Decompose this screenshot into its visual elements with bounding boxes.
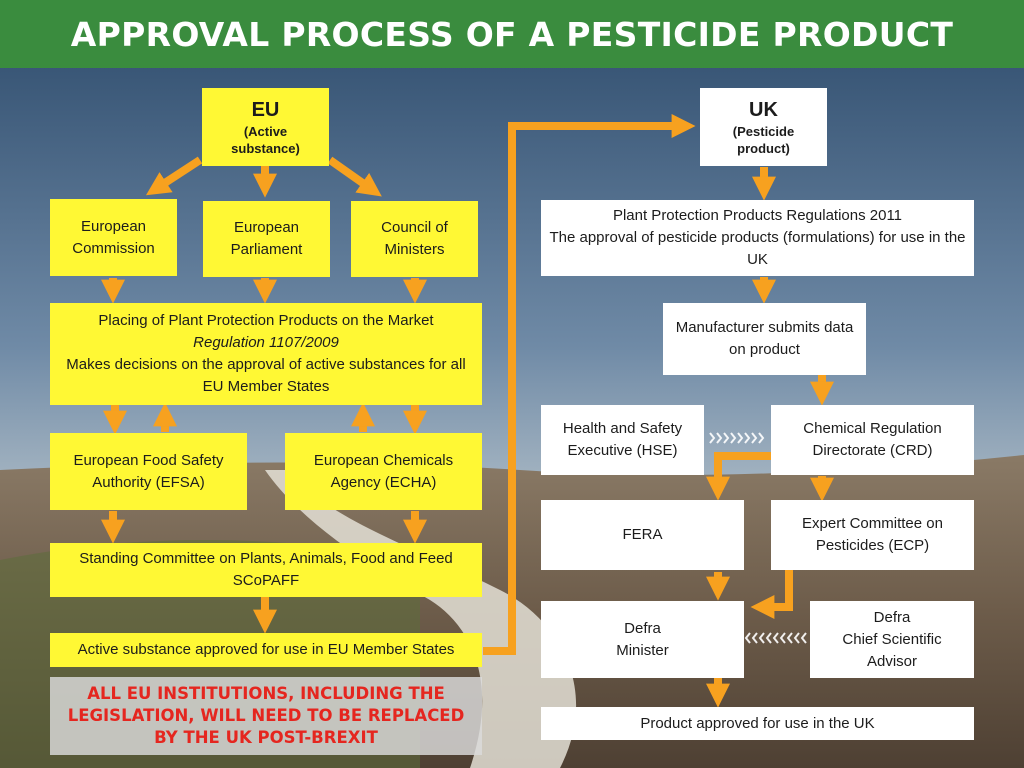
hse-label: Health and Safety Executive (HSE) bbox=[562, 420, 683, 459]
uk-title: UK bbox=[749, 99, 778, 121]
eu-regulation-line3: Makes decisions on the approval of activ… bbox=[66, 356, 466, 395]
scopaff-line2: SCoPAFF bbox=[232, 572, 300, 589]
ecp-box: Expert Committee on Pesticides (ECP) bbox=[771, 500, 974, 570]
eu-top-box: EU (Active substance) bbox=[202, 88, 329, 166]
european-parliament-label: European Parliament bbox=[230, 219, 303, 258]
eu-title: EU bbox=[251, 99, 280, 121]
defra-csa-box: Defra Chief Scientific Advisor bbox=[810, 601, 974, 678]
echa-box: European Chemicals Agency (ECHA) bbox=[285, 433, 482, 510]
crd-label: Chemical Regulation Directorate (CRD) bbox=[803, 420, 942, 459]
european-commission-box: European Commission bbox=[50, 199, 177, 276]
eu-approved-label: Active substance approved for use in EU … bbox=[77, 641, 455, 658]
defra-minister-line2: Minister bbox=[616, 641, 669, 659]
uk-regulations-box: Plant Protection Products Regulations 20… bbox=[541, 200, 974, 276]
uk-regulations-line1: Plant Protection Products Regulations 20… bbox=[612, 207, 903, 224]
efsa-label: European Food Safety Authority (EFSA) bbox=[73, 451, 224, 491]
manufacturer-label: Manufacturer submits data on product bbox=[675, 319, 854, 358]
ecp-label: Expert Committee on Pesticides (ECP) bbox=[802, 515, 943, 554]
efsa-box: European Food Safety Authority (EFSA) bbox=[50, 433, 247, 510]
council-of-ministers-label: Council of Ministers bbox=[381, 219, 448, 258]
eu-regulation-box: Placing of Plant Protection Products on … bbox=[50, 303, 482, 405]
hse-box: Health and Safety Executive (HSE) bbox=[541, 405, 704, 475]
crd-box: Chemical Regulation Directorate (CRD) bbox=[771, 405, 974, 475]
eu-approved-box: Active substance approved for use in EU … bbox=[50, 633, 482, 667]
uk-approved-box: Product approved for use in the UK bbox=[541, 707, 974, 740]
uk-approved-label: Product approved for use in the UK bbox=[640, 714, 875, 732]
defra-csa-line1: Defra bbox=[873, 608, 911, 626]
uk-top-box: UK (Pesticide product) bbox=[700, 88, 827, 166]
brexit-warning: ALL EU INSTITUTIONS, INCLUDING THE LEGIS… bbox=[50, 677, 482, 755]
european-commission-label: European Commission bbox=[72, 217, 155, 257]
fera-label: FERA bbox=[622, 526, 663, 543]
eu-regulation-line1: Placing of Plant Protection Products on … bbox=[98, 312, 434, 329]
echa-label: European Chemicals Agency (ECHA) bbox=[313, 451, 454, 491]
european-parliament-box: European Parliament bbox=[203, 201, 330, 277]
fera-box: FERA bbox=[541, 500, 744, 570]
scopaff-line1: Standing Committee on Plants, Animals, F… bbox=[79, 550, 453, 567]
defra-csa-line2: Chief Scientific Advisor bbox=[842, 630, 942, 670]
uk-regulations-line2: The approval of pesticide products (form… bbox=[549, 229, 966, 268]
eu-regulation-line2: Regulation 1107/2009 bbox=[193, 334, 339, 351]
eu-subtitle: (Active substance) bbox=[231, 124, 300, 156]
page-title: APPROVAL PROCESS OF A PESTICIDE PRODUCT bbox=[70, 14, 954, 54]
council-of-ministers-box: Council of Ministers bbox=[351, 201, 478, 277]
manufacturer-box: Manufacturer submits data on product bbox=[663, 303, 866, 375]
scopaff-box: Standing Committee on Plants, Animals, F… bbox=[50, 543, 482, 597]
defra-minister-line1: Defra bbox=[624, 619, 661, 637]
brexit-warning-text: ALL EU INSTITUTIONS, INCLUDING THE LEGIS… bbox=[67, 684, 465, 747]
header-banner: APPROVAL PROCESS OF A PESTICIDE PRODUCT bbox=[0, 0, 1024, 68]
defra-minister-box: Defra Minister bbox=[541, 601, 744, 678]
uk-subtitle: (Pesticide product) bbox=[732, 124, 795, 156]
